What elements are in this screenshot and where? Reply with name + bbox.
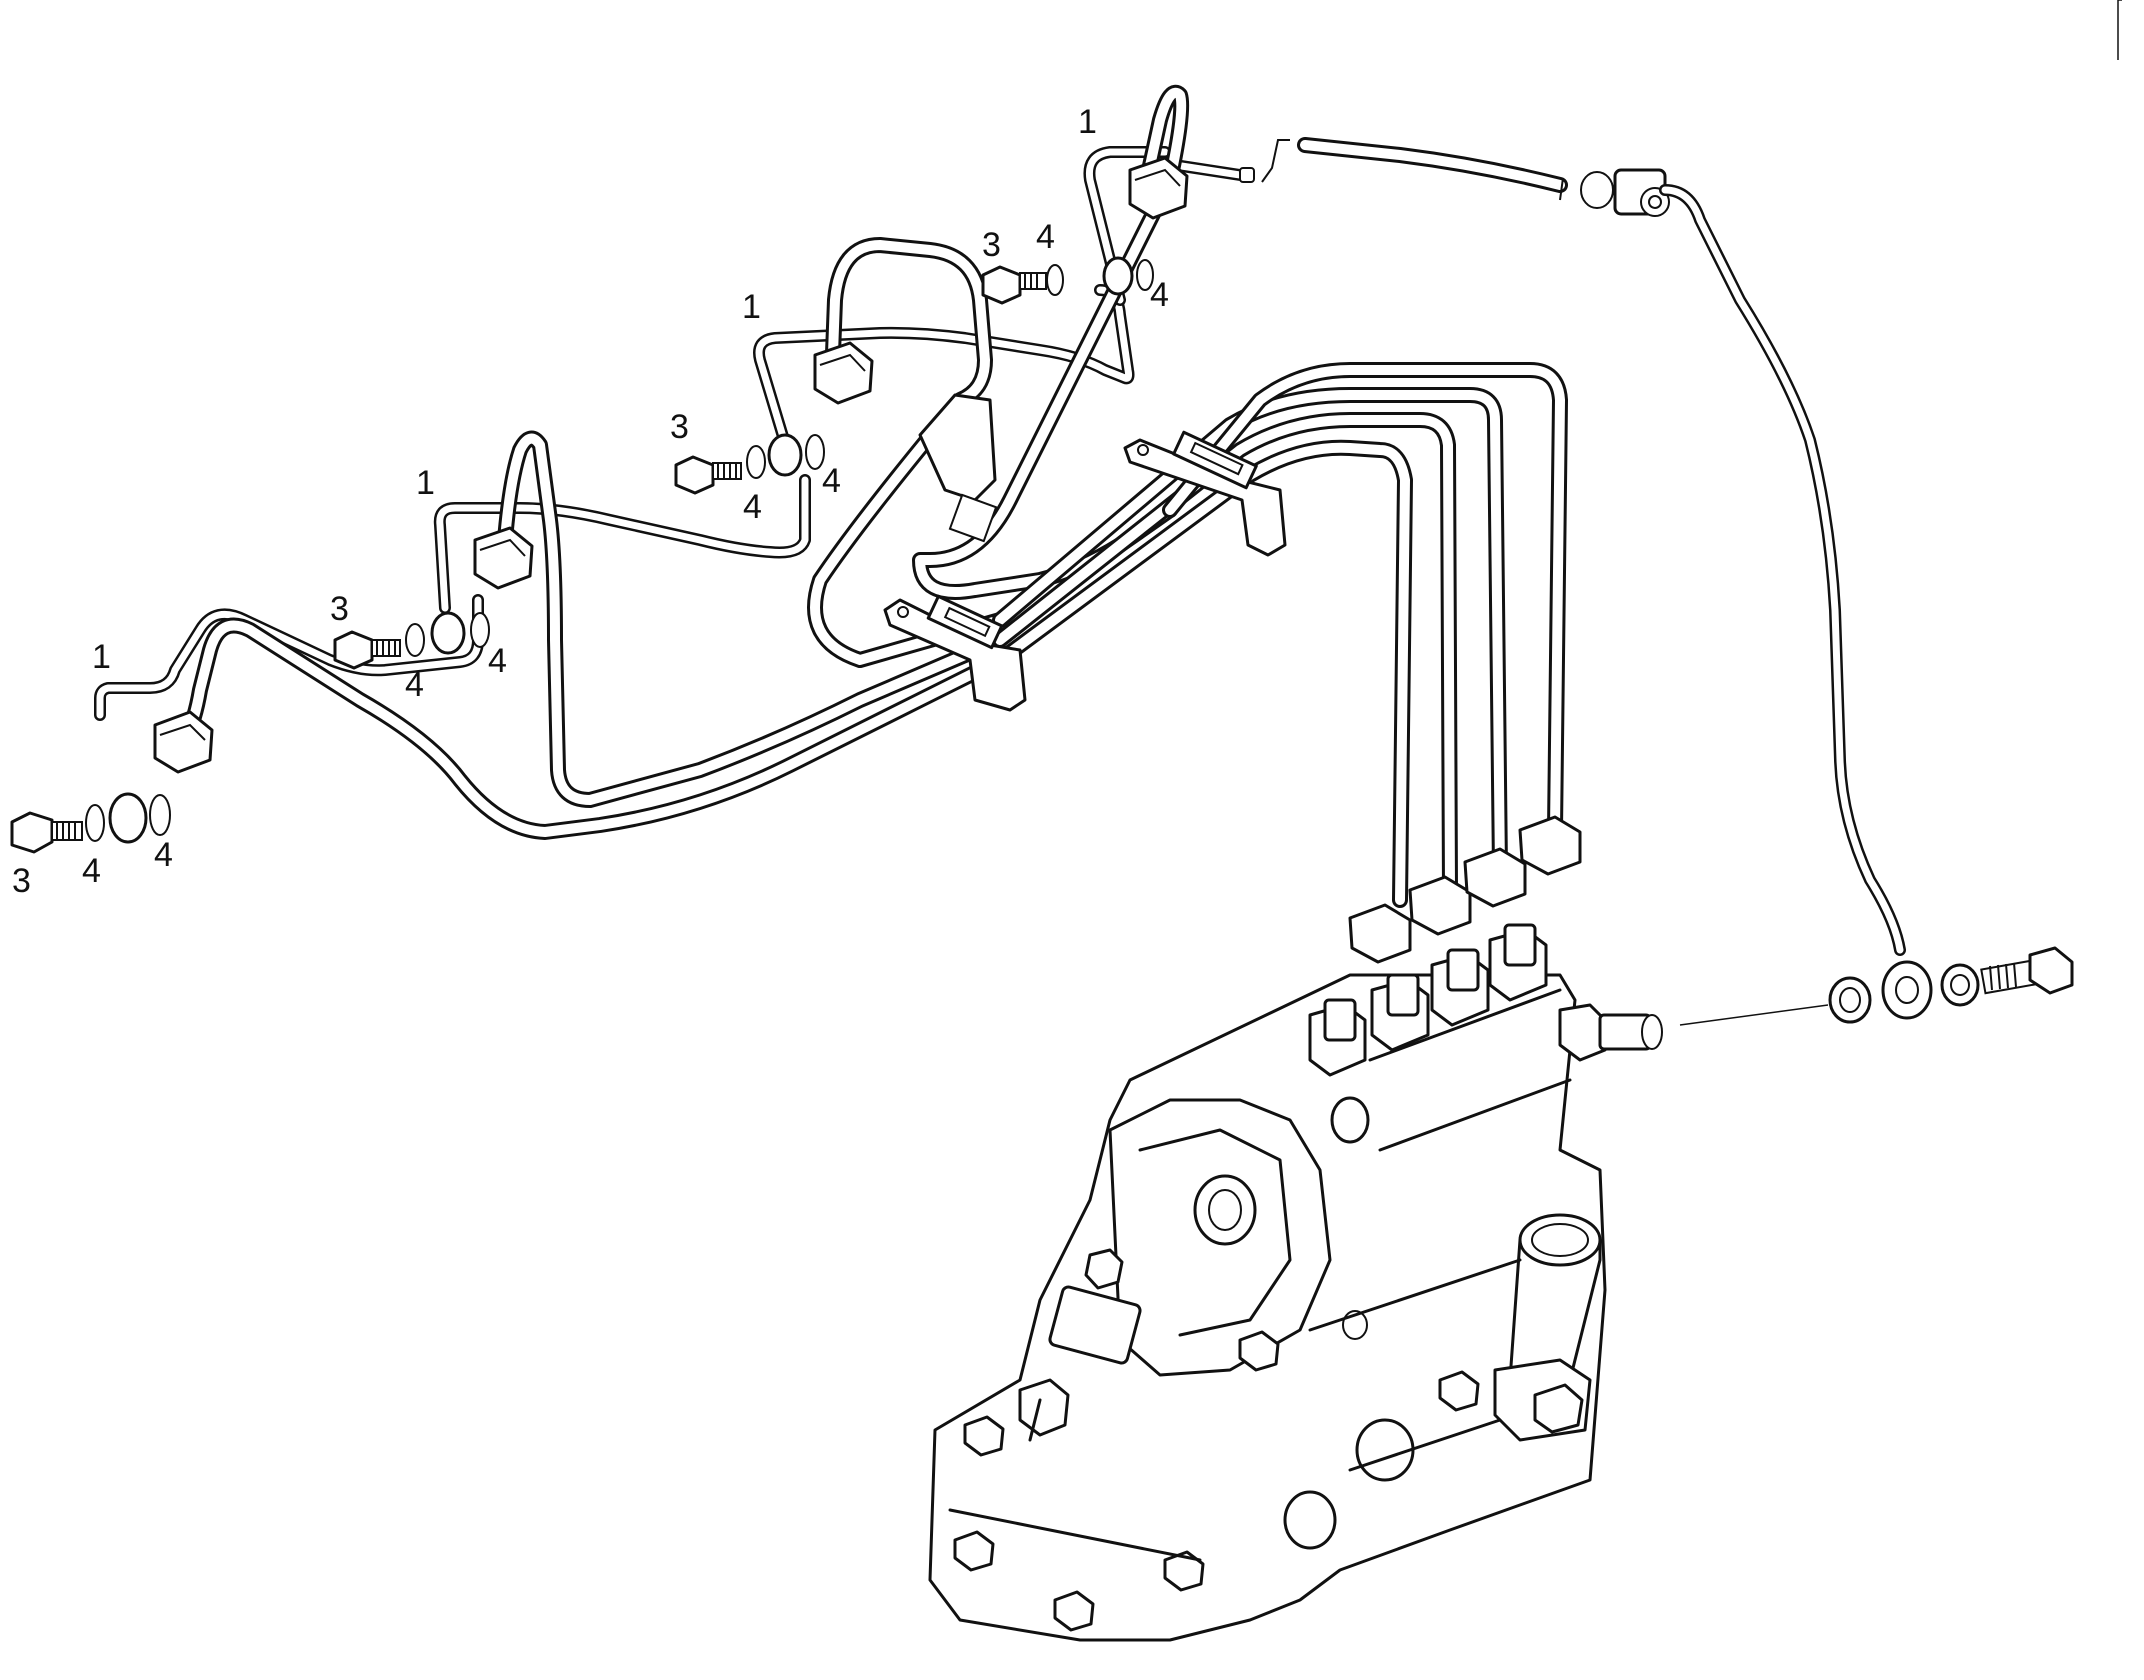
pipe-nuts bbox=[153, 156, 1582, 964]
callout-label: 1 bbox=[416, 464, 435, 502]
callout-label: 4 bbox=[1150, 276, 1169, 314]
callout-label: 3 bbox=[670, 408, 689, 446]
leak-off-return-line bbox=[94, 137, 1906, 956]
callout-label: 1 bbox=[92, 638, 111, 676]
callout-label: 3 bbox=[12, 862, 31, 900]
pipe-clamp-lower bbox=[883, 594, 1027, 712]
banjo-fittings bbox=[10, 256, 2074, 1026]
callout-label: 4 bbox=[743, 488, 762, 526]
callout-label: 3 bbox=[982, 226, 1001, 264]
callout-label: 4 bbox=[1036, 218, 1055, 256]
callout-label: 4 bbox=[154, 836, 173, 874]
callout-label: 3 bbox=[330, 590, 349, 628]
callout-label: 4 bbox=[82, 852, 101, 890]
callout-label: 4 bbox=[405, 666, 424, 704]
callout-label: 1 bbox=[742, 288, 761, 326]
callout-label: 4 bbox=[488, 642, 507, 680]
callout-labels: 1 1 1 1 3 4 4 3 4 4 3 4 4 3 4 4 bbox=[12, 103, 1169, 900]
crop-mark bbox=[2117, 0, 2122, 60]
pipe-clamp-mid bbox=[918, 393, 998, 543]
callout-label: 4 bbox=[822, 462, 841, 500]
pipe-clamp-upper bbox=[1123, 430, 1287, 557]
callout-label: 1 bbox=[1078, 103, 1097, 141]
injection-pump bbox=[928, 923, 1663, 1642]
injection-pipes bbox=[177, 84, 1568, 908]
